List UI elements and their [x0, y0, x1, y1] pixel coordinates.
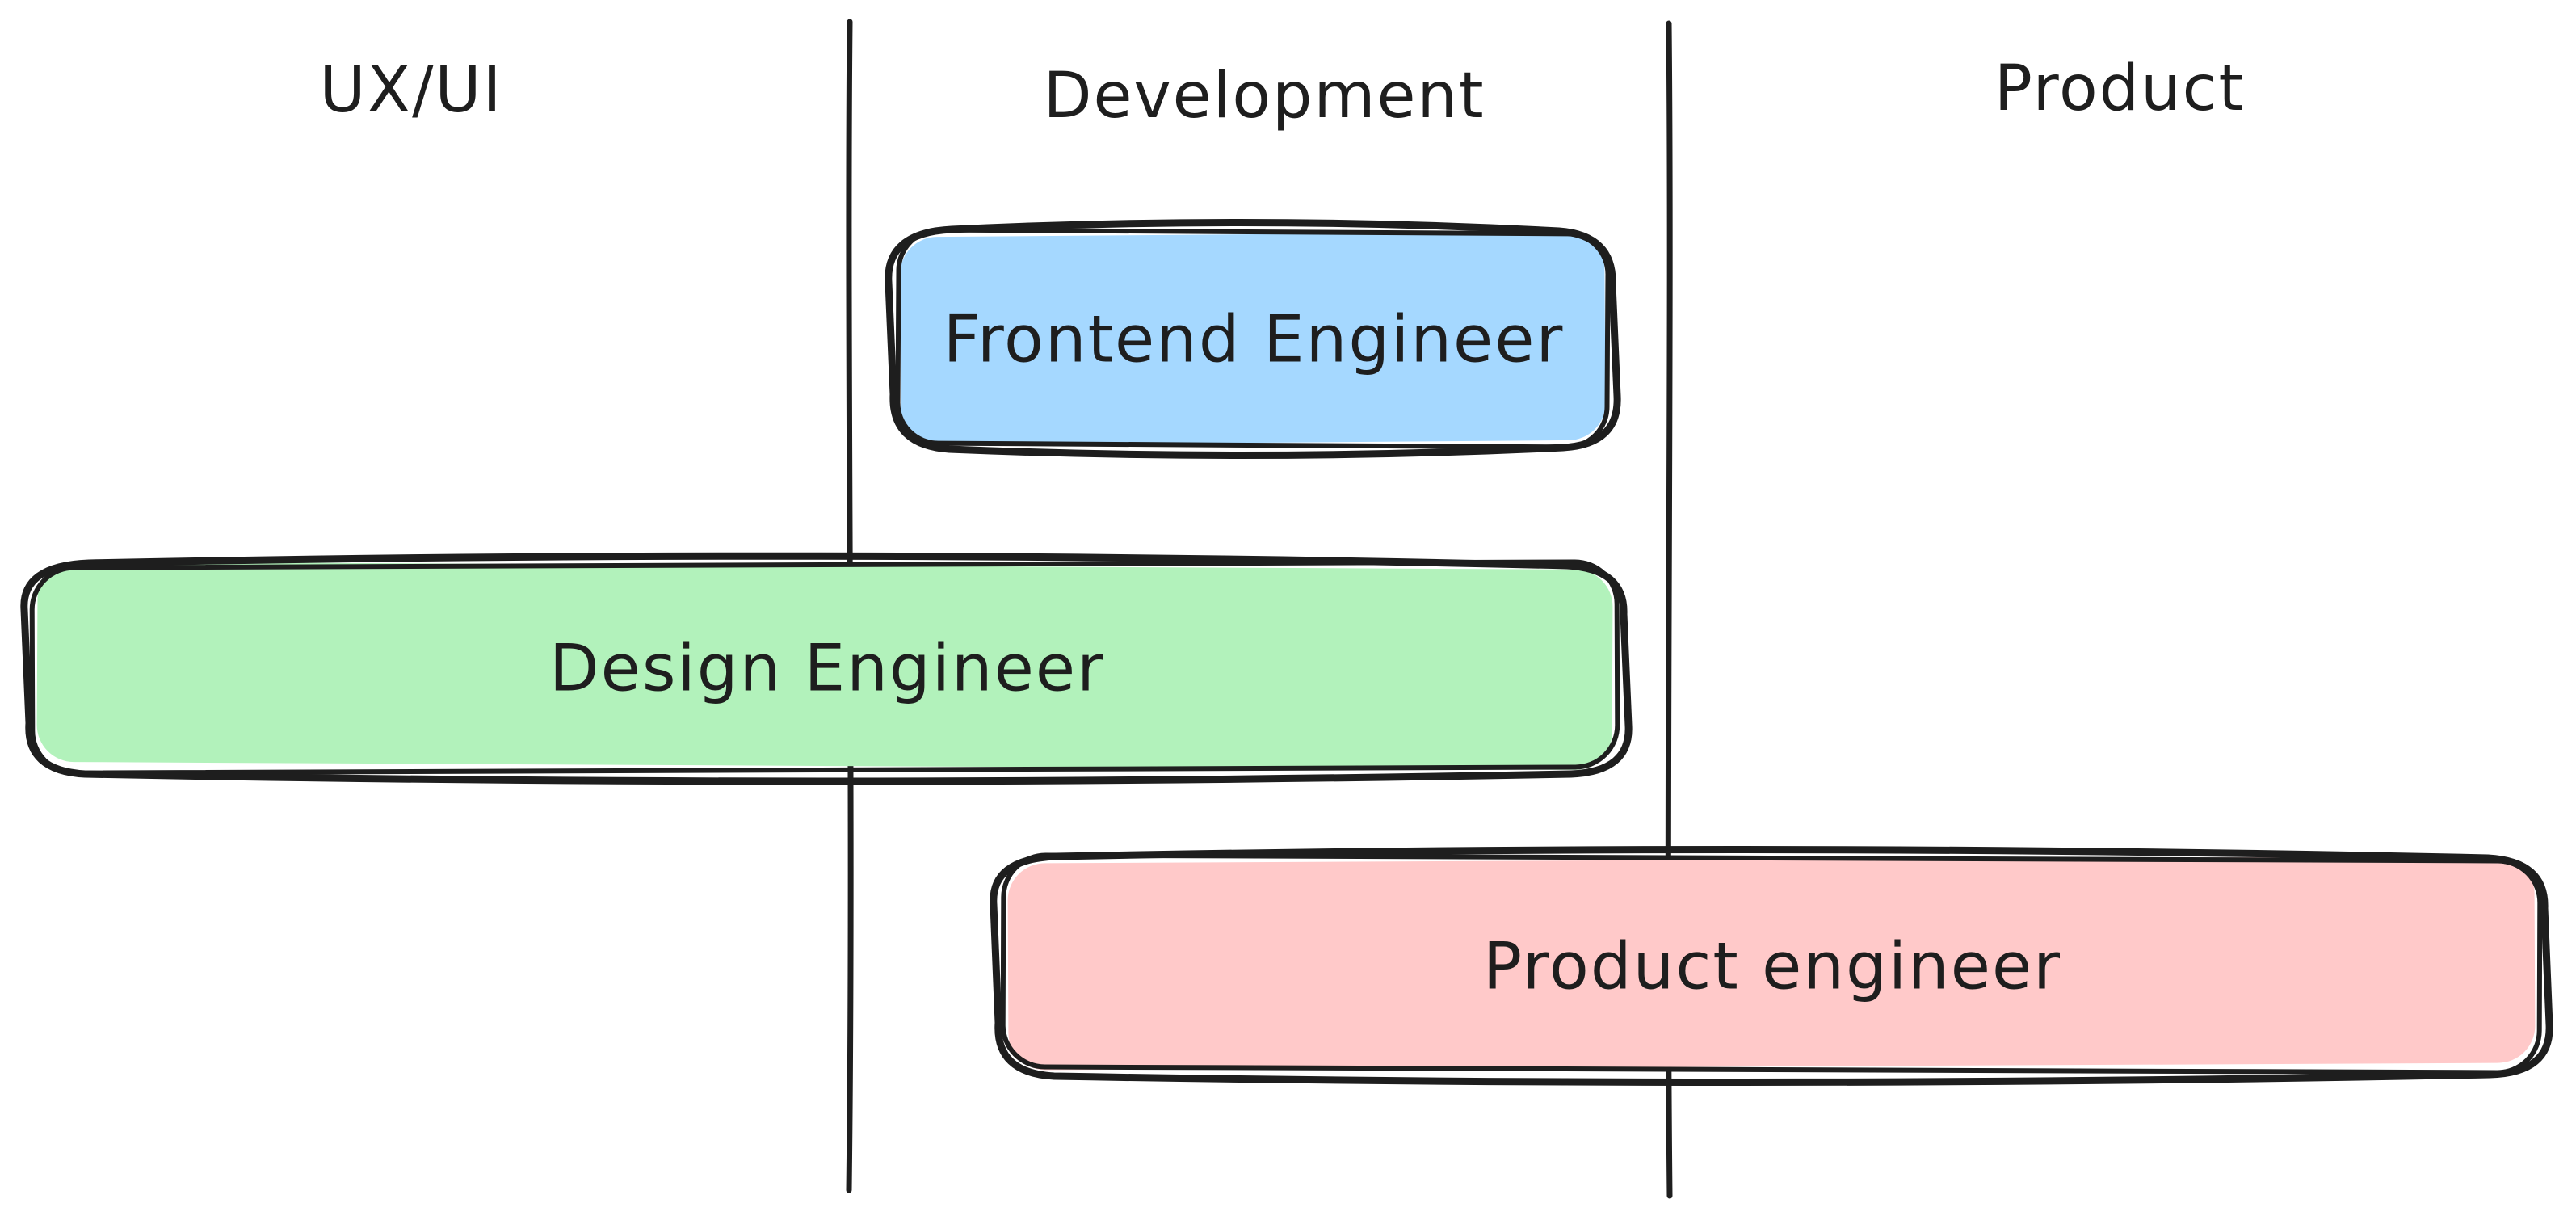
box-label-frontend-engineer: Frontend Engineer — [943, 301, 1565, 377]
frontend-engineer-box-overdraw — [895, 227, 1611, 450]
product-engineer-box — [990, 845, 2553, 1087]
product-engineer-box-fill — [1007, 856, 2536, 1071]
design-engineer-box-fill — [36, 562, 1613, 770]
box-label-product-engineer: Product engineer — [1482, 928, 2062, 1004]
product-engineer-box-overdraw — [1000, 852, 2543, 1075]
column-label-development: Development — [1043, 60, 1486, 133]
frontend-engineer-box-fill — [900, 231, 1606, 446]
design-engineer-box-overdraw — [29, 559, 1620, 776]
column-label-product: Product — [1994, 53, 2246, 125]
column-label-uxui: UX/UI — [319, 54, 503, 127]
box-label-design-engineer: Design Engineer — [549, 630, 1105, 706]
design-engineer-box — [20, 552, 1633, 785]
frontend-engineer-box — [885, 218, 1621, 460]
